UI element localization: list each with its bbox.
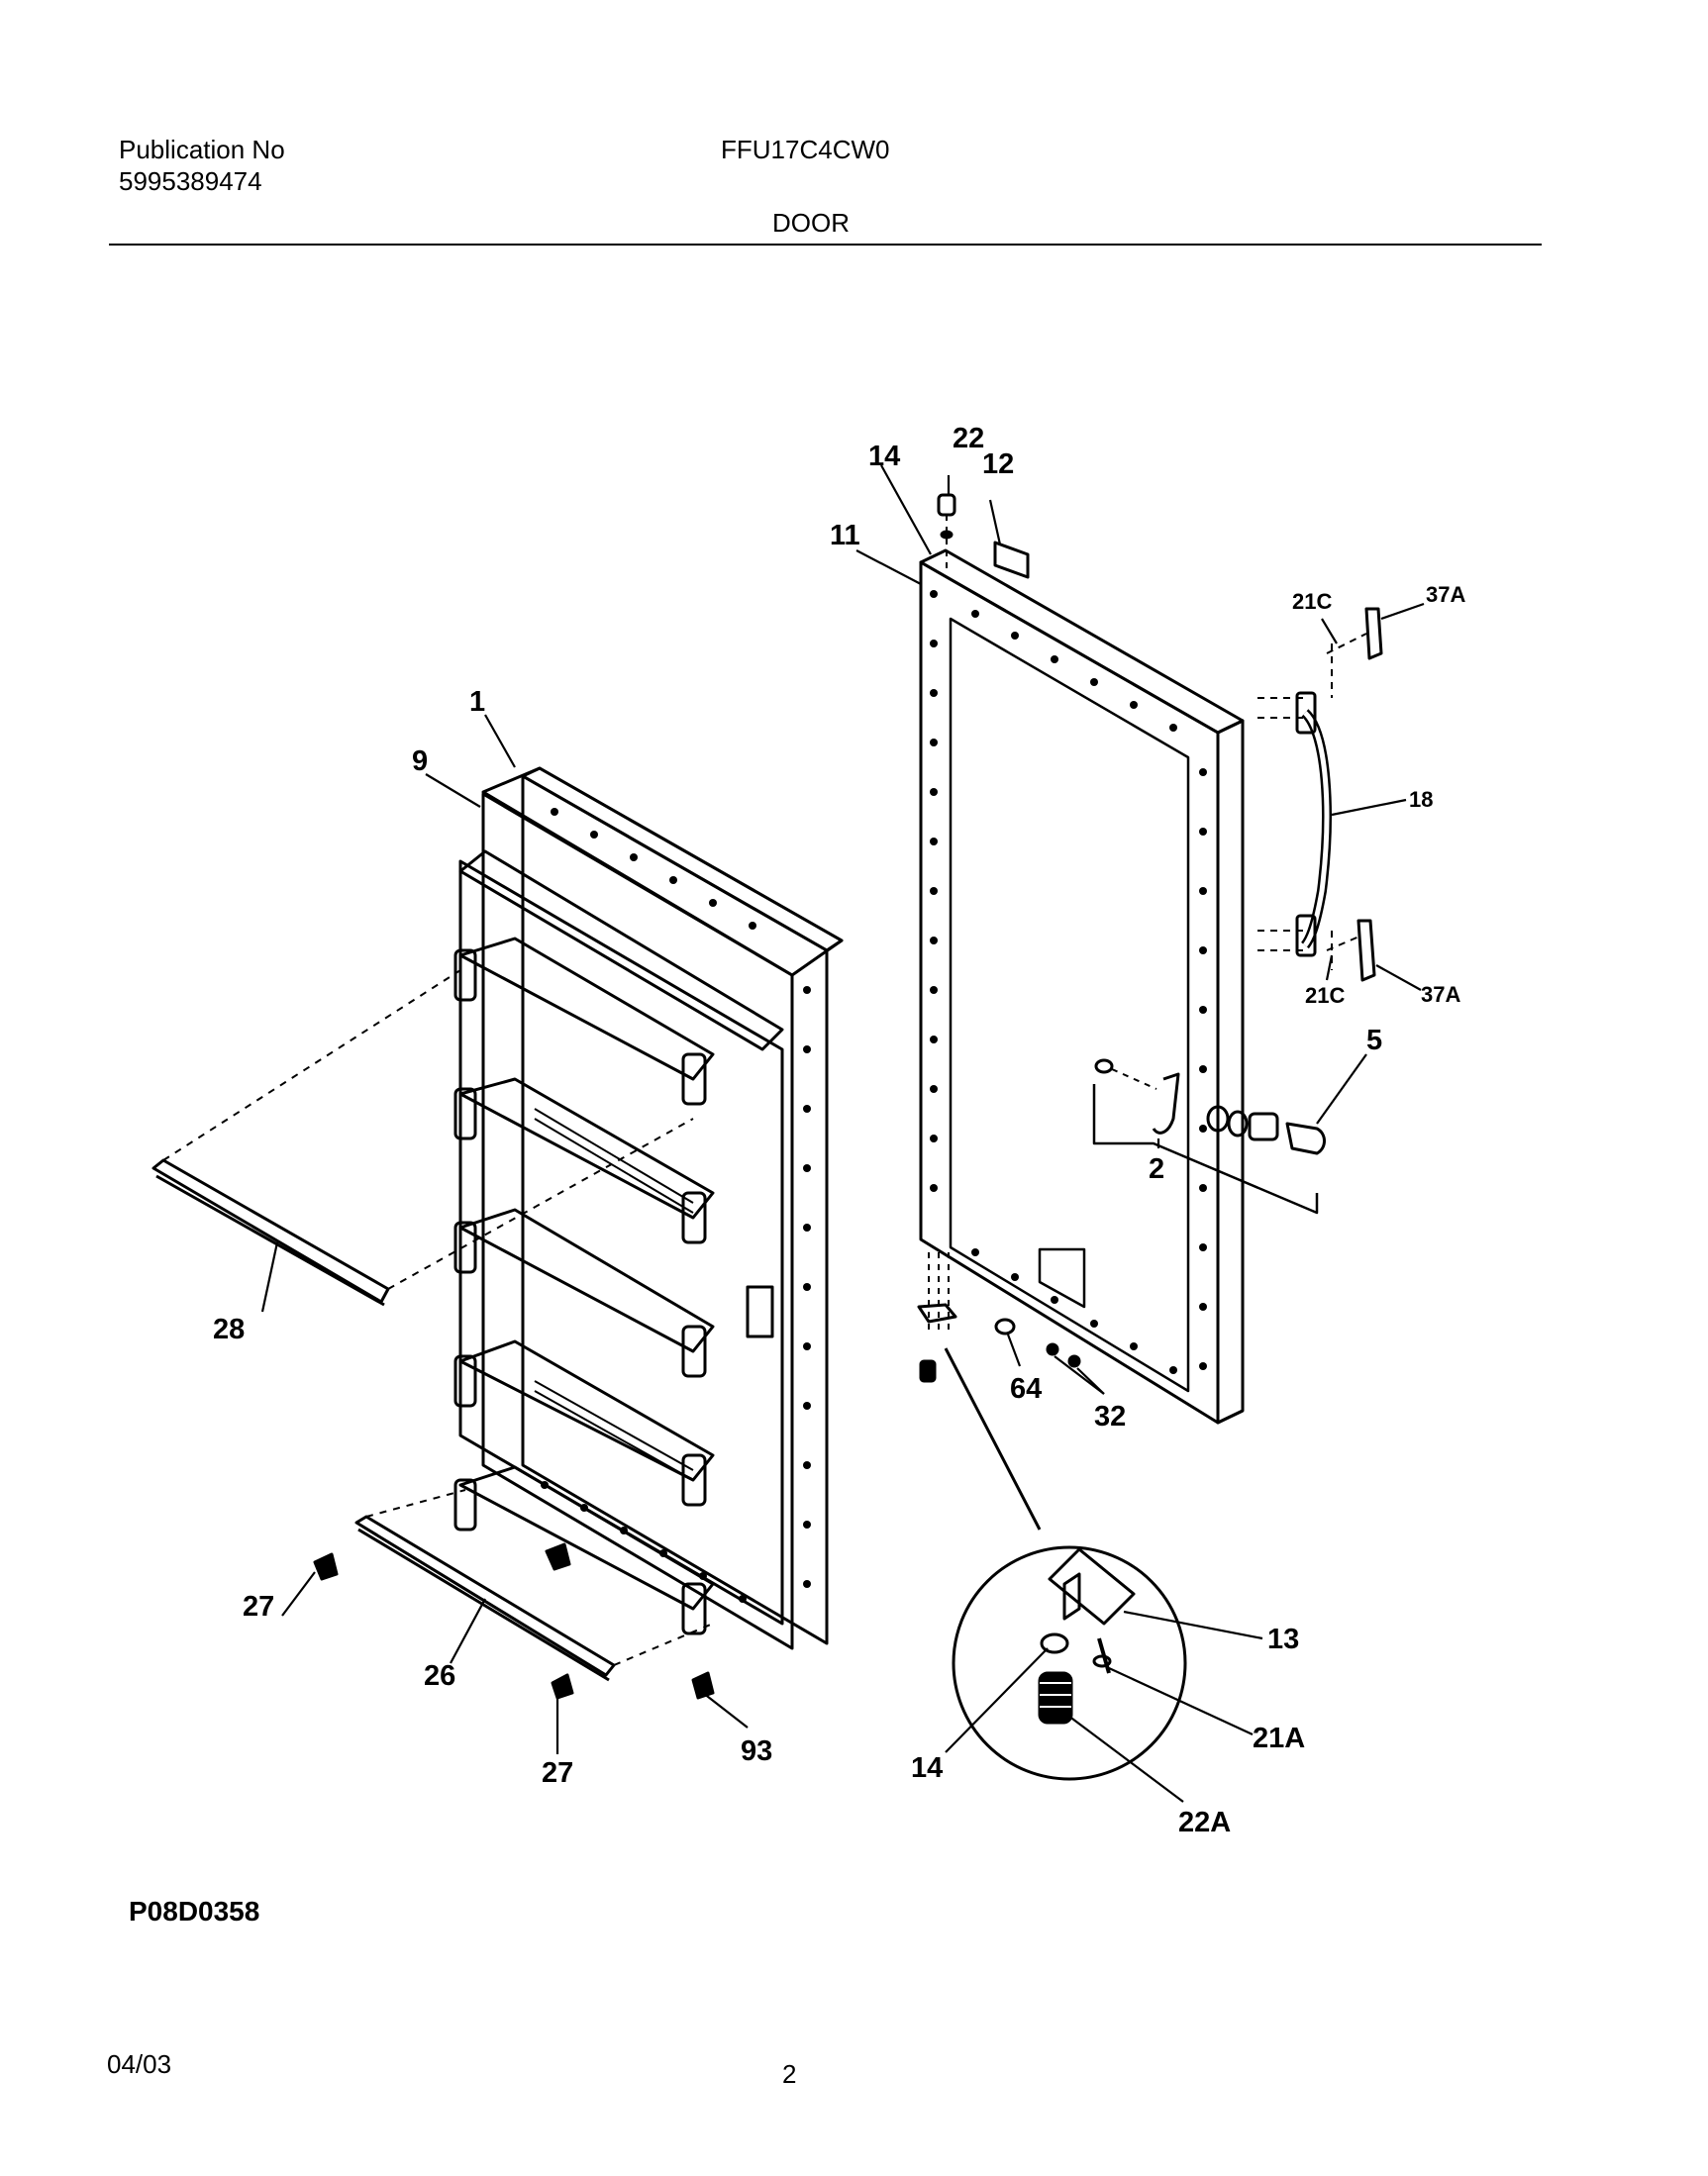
latch-assembly: [1092, 1058, 1326, 1215]
callout-13: 13: [1267, 1624, 1299, 1655]
callout-21a: 21A: [1253, 1723, 1305, 1754]
model-number: FFU17C4CW0: [721, 135, 890, 164]
callout-12: 12: [982, 448, 1014, 480]
callout-5: 5: [1366, 1025, 1382, 1056]
callout-37a-bottom: 37A: [1421, 982, 1460, 1007]
callout-27-left: 27: [243, 1591, 274, 1623]
callout-2: 2: [1149, 1153, 1164, 1185]
hinge-detail-circle: [952, 1545, 1187, 1781]
outer-door-panel: [919, 548, 1245, 1425]
callout-9: 9: [412, 745, 428, 777]
callout-21c-top: 21C: [1292, 589, 1332, 614]
door-handle: [1257, 607, 1383, 982]
callout-27-bottom: 27: [542, 1757, 573, 1789]
figure-code: P08D0358: [129, 1896, 260, 1927]
callout-93: 93: [741, 1735, 772, 1767]
callout-18: 18: [1409, 787, 1433, 812]
publication-label: Publication No: [119, 135, 285, 164]
page-number: 2: [782, 2059, 797, 2089]
top-hinge-parts: [937, 493, 1030, 579]
callout-11: 11: [830, 520, 860, 551]
callout-labels: 22 14 12 11 1 9 21C 37A 18 21C 37A 5 2 2…: [213, 423, 1465, 1838]
callout-14-bottom: 14: [911, 1752, 943, 1784]
callout-22: 22: [953, 423, 984, 454]
header-rule: [109, 244, 1542, 246]
footer-date: 04/03: [107, 2049, 172, 2079]
callout-32: 32: [1094, 1401, 1126, 1433]
leader-lines: [260, 464, 1425, 1803]
shelf-rails: [151, 969, 714, 1682]
callout-37a-top: 37A: [1426, 582, 1465, 607]
callout-64: 64: [1010, 1373, 1042, 1405]
callout-28: 28: [213, 1314, 245, 1345]
bottom-hinge-parts: [917, 1252, 1081, 1531]
callout-26: 26: [424, 1660, 455, 1692]
callout-22a: 22A: [1178, 1807, 1231, 1838]
inner-door-liner: [453, 766, 844, 1650]
callout-1: 1: [469, 686, 485, 718]
publication-number: 5995389474: [119, 166, 262, 196]
callout-21c-bottom: 21C: [1305, 983, 1345, 1008]
section-title: DOOR: [772, 208, 850, 238]
shelf-plugs: [313, 1542, 715, 1700]
callout-14-top: 14: [868, 441, 900, 472]
